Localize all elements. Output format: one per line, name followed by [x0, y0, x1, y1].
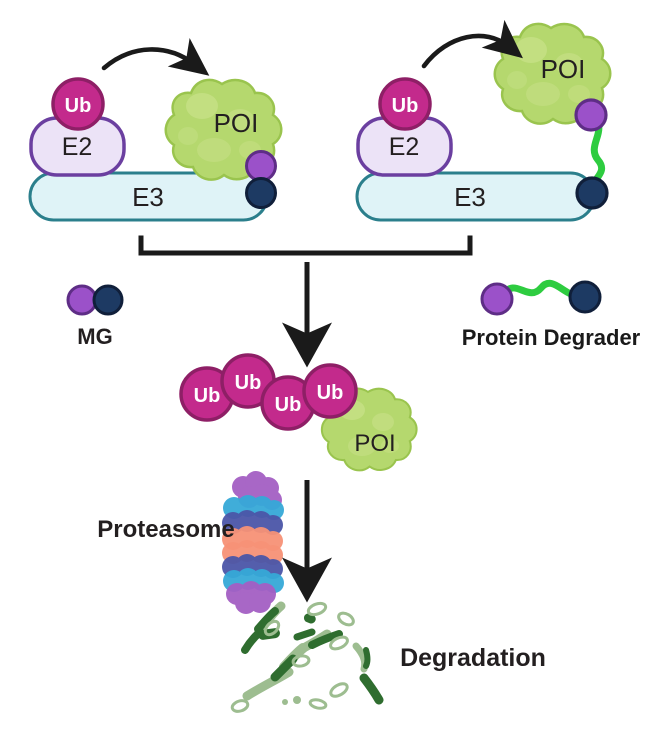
degradation-label: Degradation: [400, 644, 546, 672]
e3-label-right: E3: [454, 182, 486, 212]
proteasome-cap-bottom: [226, 581, 276, 614]
ub-chain-label: Ub: [235, 372, 262, 394]
degrader-ligand-right: [575, 176, 609, 210]
ub-chain-unit: Ub: [302, 363, 358, 419]
e3-label-left: E3: [132, 182, 164, 212]
convergence-bracket: [138, 235, 473, 368]
degrader-ligand-icon: [568, 280, 602, 314]
poi-label-left: POI: [214, 108, 259, 138]
ub-label-right: Ub: [392, 95, 419, 117]
ub-chain-label: Ub: [317, 382, 344, 404]
ubiquitin-transfer-arrow-left: [101, 38, 210, 76]
legend-protein-degrader: Protein Degrader: [462, 279, 641, 350]
mg-ligand-icon: [92, 284, 124, 316]
molecular-glue-panel: Ub E2 E3 POI: [28, 38, 283, 222]
ub-chain-label: Ub: [194, 385, 221, 407]
e2-label-right: E2: [389, 133, 420, 161]
poi-label-right: POI: [541, 54, 586, 84]
poi-blob-left: [164, 78, 283, 181]
protein-degrader-bound-right: [574, 98, 609, 210]
ubiquitin-on-e2-left: [51, 77, 105, 131]
degrader-warhead-right: [574, 98, 608, 132]
ub-chain-unit: Ub: [179, 366, 235, 422]
poi-blob-right: [493, 22, 612, 125]
degrader-legend-label: Protein Degrader: [462, 325, 641, 350]
poi-label-center: POI: [354, 430, 395, 457]
degrader-warhead-icon: [480, 282, 514, 316]
proteasome-label: Proteasome: [97, 516, 234, 543]
ubiquitin-on-e2-right: [378, 77, 432, 131]
ub-label-left: Ub: [65, 95, 92, 117]
molecular-glue-bound-left: [245, 150, 277, 209]
ubiquitin-transfer-arrow-right: [421, 19, 523, 69]
protein-degrader-panel: Ub E2 E3 POI: [355, 19, 612, 222]
ub-chain-label: Ub: [275, 394, 302, 416]
proteasome-structure: [222, 471, 284, 614]
mg-legend-label: MG: [77, 324, 112, 349]
legend-molecular-glue: MG: [66, 284, 124, 349]
mg-warhead-icon: [66, 284, 98, 316]
ubiquitin-chain: Ub Ub Ub Ub: [179, 353, 358, 431]
degrader-linker-icon: [499, 279, 582, 299]
e2-label-left: E2: [62, 133, 93, 161]
degradation-fragments: [230, 601, 384, 713]
polyubiquitinated-poi: Ub Ub Ub Ub POI: [179, 353, 418, 472]
